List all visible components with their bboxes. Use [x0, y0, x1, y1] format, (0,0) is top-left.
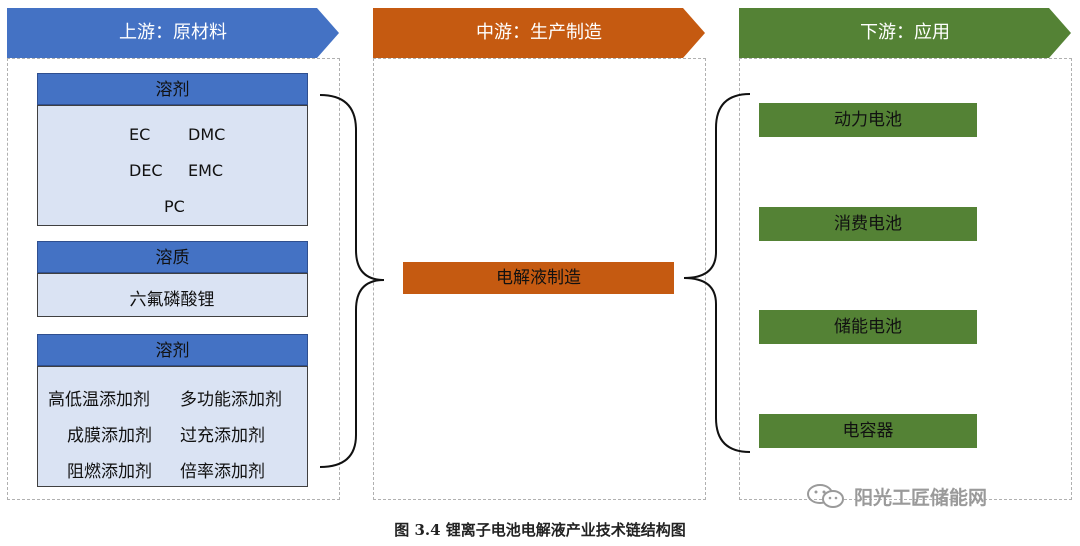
additive-item: 高低温添加剂 — [48, 390, 150, 410]
solute-header: 溶质 — [37, 241, 308, 273]
left-brace — [319, 94, 385, 468]
upstream-header: 上游：原材料 — [7, 8, 339, 58]
solvent-item: PC — [164, 197, 185, 216]
solvent-item: EC — [129, 125, 151, 144]
additive-header: 溶剂 — [37, 334, 308, 366]
solvent-item: EMC — [188, 161, 224, 180]
upstream-frame — [7, 58, 340, 500]
figure-caption: 图 3.4 锂离子电池电解液产业技术链结构图 — [394, 521, 686, 539]
solvent-header: 溶剂 — [37, 73, 308, 105]
solvent-item: DMC — [188, 125, 226, 144]
solvent-box: EC DMC DEC EMC PC — [37, 105, 308, 226]
electrolyte-manufacturing-box: 电解液制造 — [403, 262, 674, 294]
additive-box: 高低温添加剂 多功能添加剂 成膜添加剂 过充添加剂 阻燃添加剂 倍率添加剂 — [37, 366, 308, 487]
application-power-battery: 动力电池 — [759, 103, 977, 137]
additive-item: 多功能添加剂 — [180, 390, 282, 410]
downstream-header-label: 下游：应用 — [860, 22, 950, 43]
wechat-icon — [807, 484, 844, 508]
downstream-header-shape — [739, 8, 1071, 58]
downstream-frame — [739, 58, 1072, 500]
solvent-item: DEC — [129, 161, 163, 180]
watermark: 阳光工匠储能网 — [806, 482, 987, 510]
application-consumer-battery: 消费电池 — [759, 207, 977, 241]
application-capacitor: 电容器 — [759, 414, 977, 448]
midstream-header-shape — [373, 8, 705, 58]
right-brace — [683, 93, 751, 453]
solute-item: 六氟磷酸锂 — [129, 290, 215, 310]
additive-item: 成膜添加剂 — [67, 426, 152, 446]
midstream-header: 中游：生产制造 — [373, 8, 705, 58]
upstream-header-shape — [7, 8, 339, 58]
downstream-header: 下游：应用 — [739, 8, 1071, 58]
solute-box: 六氟磷酸锂 — [37, 273, 308, 317]
application-storage-battery: 储能电池 — [759, 310, 977, 344]
midstream-header-label: 中游：生产制造 — [476, 22, 602, 43]
watermark-text: 阳光工匠储能网 — [854, 486, 988, 509]
additive-item: 阻燃添加剂 — [67, 462, 152, 482]
additive-item: 倍率添加剂 — [180, 462, 265, 482]
upstream-header-label: 上游：原材料 — [119, 22, 227, 43]
additive-item: 过充添加剂 — [180, 426, 265, 446]
